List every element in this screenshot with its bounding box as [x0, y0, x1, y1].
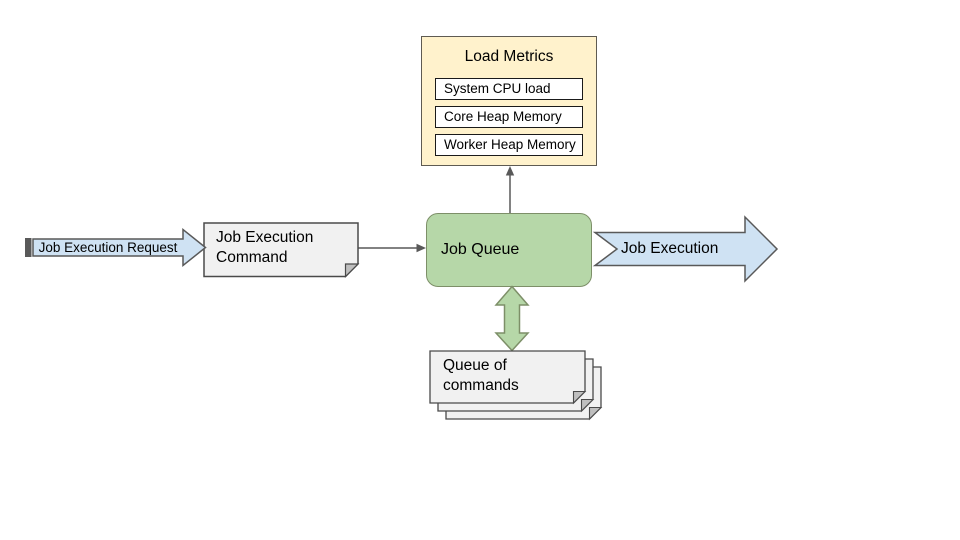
folded-corner-icon	[572, 390, 587, 405]
command-note-label: Job Execution Command	[216, 229, 314, 266]
execution-arrow-label: Job Execution	[621, 240, 719, 257]
stack-layer-front	[429, 350, 587, 405]
metric-system-cpu-load: System CPU load	[435, 78, 583, 100]
metric-worker-heap-memory: Worker Heap Memory	[435, 134, 583, 156]
request-arrow-label: Job Execution Request	[38, 240, 178, 255]
queue-sync-double-arrow	[494, 285, 530, 352]
job-queue-label: Job Queue	[441, 241, 520, 258]
queue-stack-shape	[429, 350, 603, 421]
arrow-stripe	[25, 238, 32, 257]
metric-core-heap-memory: Core Heap Memory	[435, 106, 583, 128]
connector-queue-to-metrics	[505, 166, 515, 213]
connector-note-to-queue	[357, 243, 426, 253]
request-arrow-shape	[25, 227, 207, 268]
queue-stack-label: Queue of commands	[443, 357, 519, 394]
folded-corner-icon	[344, 263, 360, 278]
command-note-shape	[203, 222, 360, 278]
execution-arrow-shape	[592, 215, 779, 283]
job-queue-node: Job Queue	[426, 213, 592, 287]
load-metrics-title: Load Metrics	[464, 48, 554, 65]
load-metrics-group: Load Metrics System CPU load Core Heap M…	[421, 36, 597, 166]
